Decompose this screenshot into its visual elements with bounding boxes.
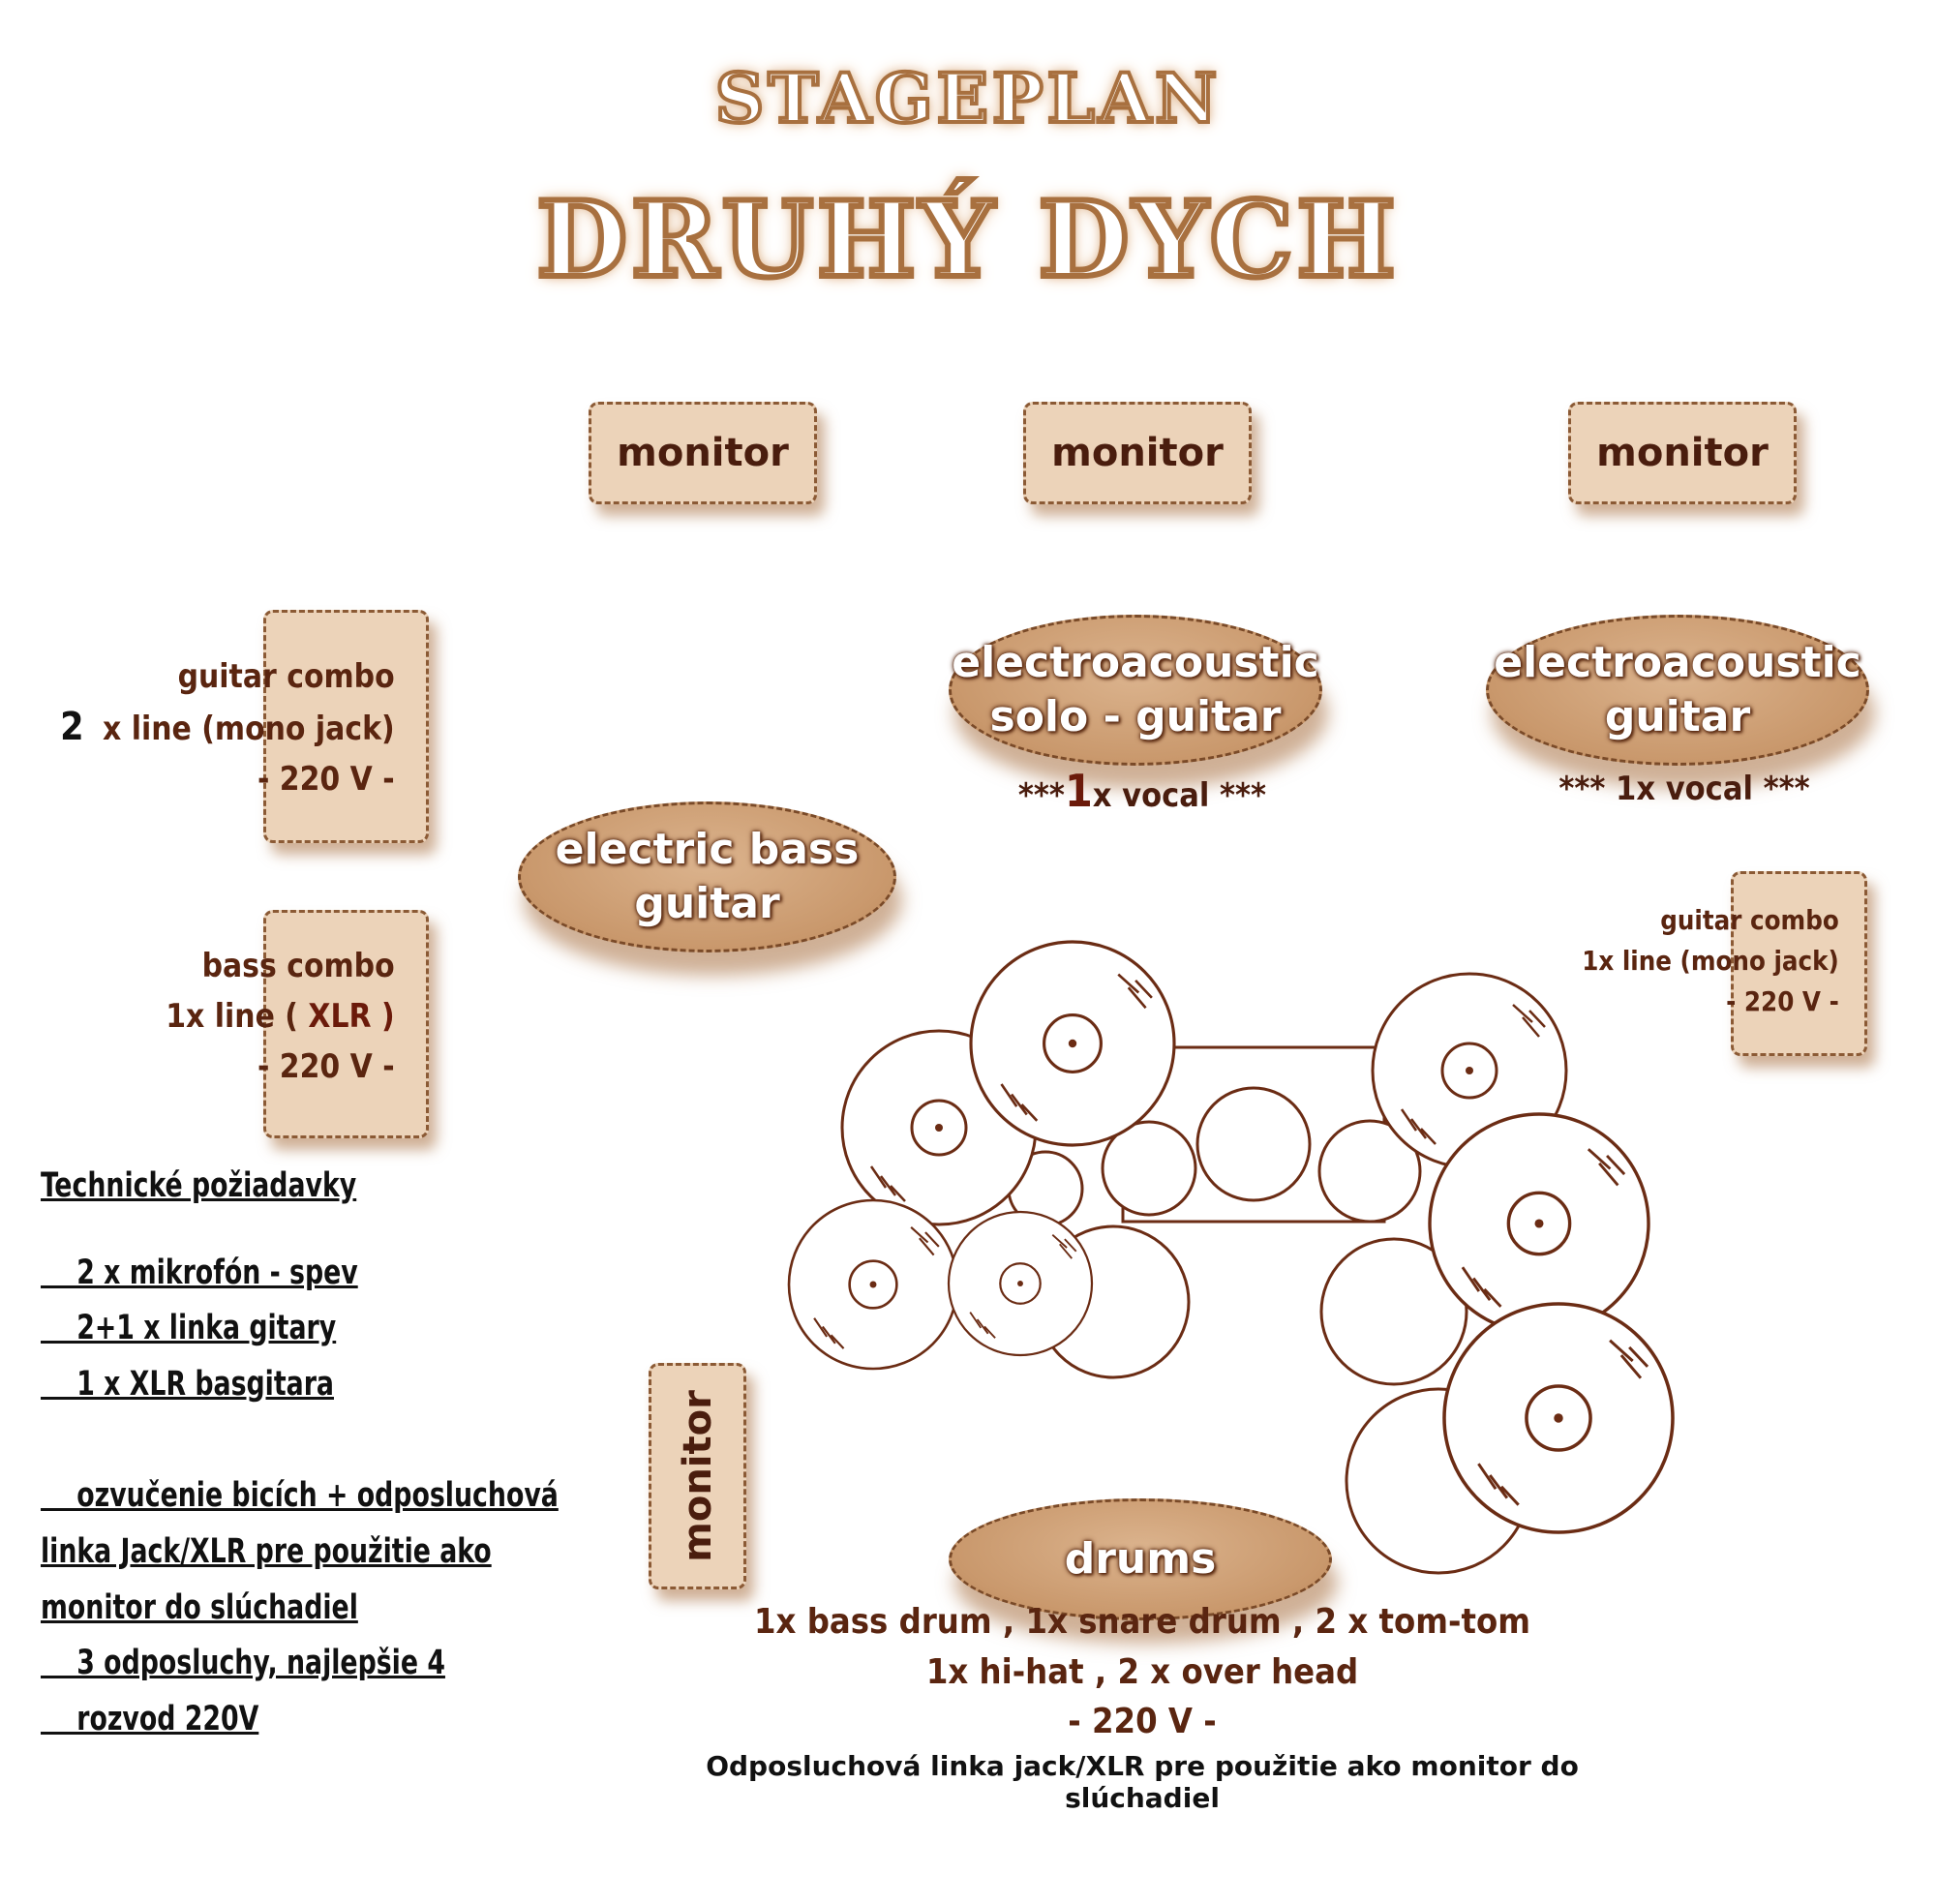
guitar-combo-left-box (263, 610, 429, 843)
guitar-line1: electroacoustic (1494, 638, 1861, 687)
requirement-item: monitor do slúchadiel (41, 1588, 358, 1627)
bass-combo-box (263, 910, 429, 1138)
monitor-label: monitor (1596, 431, 1769, 475)
guitar-combo-label: guitar combo (1660, 904, 1839, 936)
requirement-item: ozvučenie bicích + odposluchová (41, 1476, 559, 1515)
guitar-vocal: *** 1x vocal *** (1558, 770, 1810, 808)
bass-combo-voltage: - 220 V - (257, 1047, 395, 1086)
drums-voltage: - 220 V - (1068, 1702, 1217, 1741)
guitar-combo-voltage: - 220 V - (1726, 985, 1839, 1017)
bass-ellipse: electric bass guitar (518, 801, 896, 952)
drums-line1: 1x bass drum , 1x snare drum , 2 x tom-t… (753, 1602, 1530, 1642)
requirement-item: 2+1 x linka gitary (41, 1309, 337, 1347)
cymbal-shape (789, 1200, 957, 1369)
footer-note: Odposluchová linka jack/XLR pre použitie… (706, 1750, 1579, 1814)
monitor-top-right: monitor (1568, 402, 1797, 504)
guitar-combo-label: guitar combo (177, 657, 395, 696)
requirement-item: linka Jack/XLR pre použitie ako (41, 1532, 492, 1571)
drums-ellipse: drums (949, 1498, 1332, 1620)
drums-line2: 1x hi-hat , 2 x over head (925, 1652, 1359, 1692)
vocal-count: 1 (1064, 765, 1093, 817)
band-name: DRUHÝ DYCH (533, 176, 1400, 304)
solo-guitar-line2: solo - guitar (989, 692, 1282, 741)
guitar-ellipse: electroacoustic guitar (1486, 615, 1869, 766)
bass-combo-text: bass combo 1x line ( XLR ) - 220 V - (166, 941, 395, 1092)
guitar-combo-voltage: - 220 V - (257, 760, 395, 799)
requirement-item: 3 odposluchy, najlepšie 4 (41, 1644, 445, 1682)
tom-shape (1101, 1120, 1197, 1217)
bass-line1: electric bass (555, 825, 860, 874)
monitor-label: monitor (1051, 431, 1224, 475)
solo-guitar-vocal: ***1x vocal *** (1017, 765, 1267, 817)
drums-label: drums (1064, 1534, 1217, 1584)
monitor-bottom: monitor (649, 1363, 746, 1589)
drum-kit-diagram (774, 929, 1694, 1587)
guitar-combo-line: 1x line (mono jack) (1582, 945, 1839, 977)
monitor-top-left: monitor (589, 402, 817, 504)
solo-guitar-line1: electroacoustic (952, 638, 1319, 687)
requirement-item: 1 x XLR basgitara (41, 1365, 334, 1404)
tom-shape (1195, 1086, 1312, 1202)
bass-line2: guitar (634, 879, 780, 928)
requirement-item: 2 x mikrofón - spev (41, 1254, 358, 1292)
cymbal-shape (1444, 1304, 1673, 1532)
solo-guitar-ellipse: electroacoustic solo - guitar (949, 615, 1322, 766)
hihat-shape (949, 1212, 1092, 1355)
guitar-line2: guitar (1604, 692, 1751, 741)
monitor-label: monitor (617, 431, 789, 475)
guitar-combo-right-text: guitar combo 1x line (mono jack) - 220 V… (1582, 900, 1839, 1022)
bass-combo-label: bass combo (201, 947, 395, 985)
stageplan-title: STAGEPLAN (713, 56, 1222, 140)
requirement-item: rozvod 220V (41, 1700, 259, 1738)
xlr-label: XLR ) (308, 997, 395, 1036)
monitor-top-center: monitor (1023, 402, 1252, 504)
cymbal-shape (971, 942, 1174, 1145)
guitar-combo-right-box (1731, 871, 1867, 1056)
floor-tom-shape (1319, 1237, 1468, 1386)
cymbal-shape (1430, 1114, 1649, 1333)
line-count: 2 (60, 705, 84, 749)
requirements-heading: Technické požiadavky (41, 1166, 357, 1205)
bass-combo-line: 1x line ( XLR ) (166, 997, 395, 1036)
monitor-label: monitor (675, 1390, 720, 1562)
tom-shape (1317, 1119, 1422, 1224)
